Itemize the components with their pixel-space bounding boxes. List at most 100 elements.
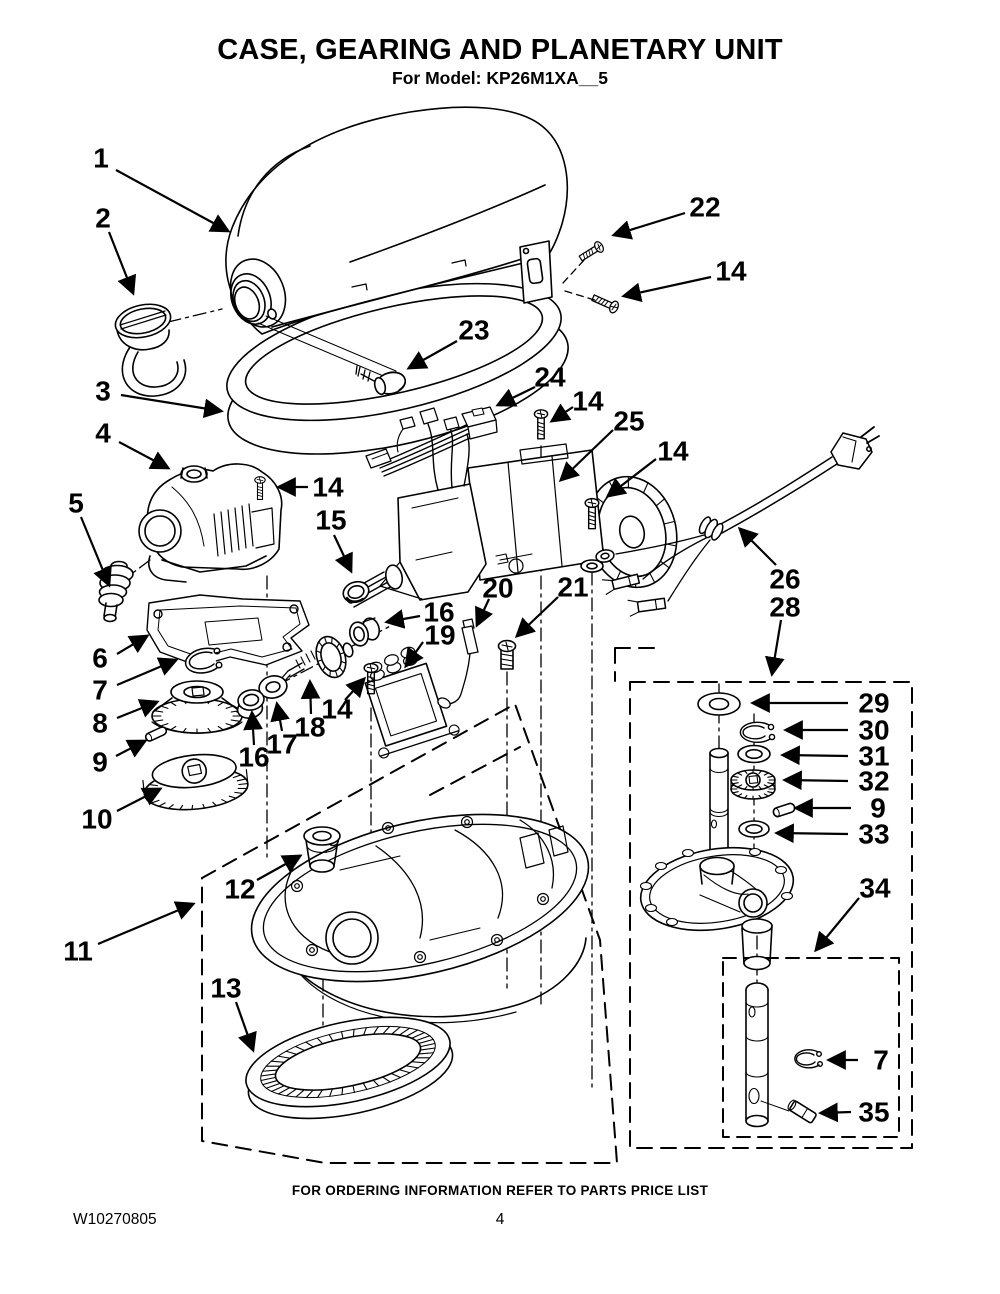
group-box-shaft-34: [722, 957, 900, 1138]
power-cord-art: [595, 426, 880, 617]
gear-tooth: [767, 782, 774, 785]
bevel-gear-art: [151, 680, 243, 734]
callout-16: 16: [238, 742, 269, 773]
document-number: W10270805: [73, 1211, 157, 1228]
callout-leader-14: [621, 275, 712, 303]
callout-leader-14: [549, 403, 574, 423]
gear-tooth: [655, 498, 666, 507]
callout-35: 35: [858, 1097, 889, 1128]
bearing-left-art: [236, 689, 265, 719]
callout-14: 14: [321, 694, 353, 725]
gear-tooth: [398, 1069, 411, 1074]
callout-1: 1: [93, 143, 109, 174]
callout-leader-24: [495, 386, 536, 407]
gear-tooth: [341, 660, 347, 664]
gear-tooth: [390, 1072, 402, 1079]
gear-tooth: [169, 701, 177, 707]
callout-4: 4: [95, 418, 111, 449]
gear-tooth: [419, 1047, 436, 1051]
callout-7: 7: [92, 675, 108, 706]
gear-tooth: [179, 804, 184, 811]
callout-leader-28: [765, 619, 785, 677]
gear-tooth: [217, 701, 225, 707]
washer-17-art: [258, 675, 288, 699]
gear-tooth: [642, 482, 649, 494]
gear-tooth: [758, 770, 762, 775]
gear-tooth: [411, 1031, 426, 1039]
gear-tooth: [160, 723, 169, 727]
bushing-art: [303, 826, 341, 873]
pinion-gear-32: [730, 769, 776, 800]
ordering-note: FOR ORDERING INFORMATION REFER TO PARTS …: [291, 1183, 709, 1198]
callout-leader-9: [115, 739, 148, 758]
callout-leader-20: [475, 598, 494, 628]
gear-tooth: [736, 772, 743, 776]
callout-leader-23: [406, 340, 458, 370]
callout-24: 24: [534, 362, 566, 393]
gear-tooth: [305, 1089, 314, 1099]
gear-tooth: [736, 793, 743, 797]
center-gear-art: [142, 753, 249, 811]
callout-34: 34: [859, 873, 891, 904]
callout-23: 23: [458, 315, 489, 346]
gear-tooth: [153, 719, 164, 722]
callout-leader-21: [514, 596, 559, 639]
bearing-right-art: [348, 617, 381, 647]
gear-tooth: [767, 775, 774, 778]
callout-leader-8: [116, 699, 160, 720]
gear-tooth: [352, 1084, 355, 1093]
gear-tooth: [295, 1089, 305, 1098]
gear-tooth: [328, 1034, 334, 1042]
motor-art: [345, 407, 678, 608]
gear-tooth: [318, 641, 323, 647]
screw-22: [576, 239, 606, 264]
washer-31: [737, 744, 771, 764]
gear-tooth: [232, 774, 242, 779]
gear-tooth: [398, 1027, 411, 1036]
callout-leader-16: [243, 710, 263, 746]
gear-tooth: [329, 1088, 333, 1097]
callout-leader-34: [814, 897, 860, 953]
gear-tooth: [202, 803, 206, 809]
callout-25: 25: [613, 406, 644, 437]
gear-tooth: [323, 636, 327, 644]
gear-tooth: [418, 1052, 434, 1055]
gear-tooth: [265, 1082, 281, 1089]
page-number: 4: [495, 1211, 505, 1228]
callout-leader-26: [737, 526, 777, 566]
gear-tooth: [225, 723, 234, 727]
callout-3: 3: [95, 376, 111, 407]
gear-tooth: [411, 1061, 426, 1064]
retaining-ring-30: [739, 721, 776, 743]
callout-11: 11: [63, 936, 93, 967]
callout-6: 6: [92, 643, 108, 674]
callout-31: 31: [858, 741, 889, 772]
gear-tooth: [262, 1079, 278, 1086]
callout-leader-2: [107, 231, 137, 296]
gear-housing-art: [138, 463, 283, 583]
gear-tooth: [758, 794, 762, 799]
retaining-ring-art: [184, 647, 223, 674]
gasket-art: [146, 594, 310, 667]
gear-tooth: [294, 1045, 306, 1052]
gear-tooth: [763, 793, 770, 797]
gear-tooth: [341, 1086, 344, 1096]
washer-under-screw-14: [580, 559, 604, 573]
callout-leader-14: [344, 676, 366, 701]
gear-tooth: [221, 799, 228, 803]
gear-tooth: [182, 727, 187, 733]
gear-tooth: [763, 784, 770, 788]
gear-tooth: [415, 1035, 431, 1042]
gear-tooth: [191, 804, 194, 810]
callout-leader-31: [780, 745, 849, 766]
gear-tooth: [744, 770, 748, 775]
callout-26: 26: [769, 564, 800, 595]
washer-33: [738, 820, 770, 838]
callout-leader-10: [116, 787, 163, 812]
gear-tooth: [382, 1025, 391, 1035]
callout-33: 33: [858, 819, 889, 850]
gear-tooth: [663, 520, 676, 525]
callout-28: 28: [769, 592, 800, 623]
gear-tooth: [405, 1065, 419, 1069]
